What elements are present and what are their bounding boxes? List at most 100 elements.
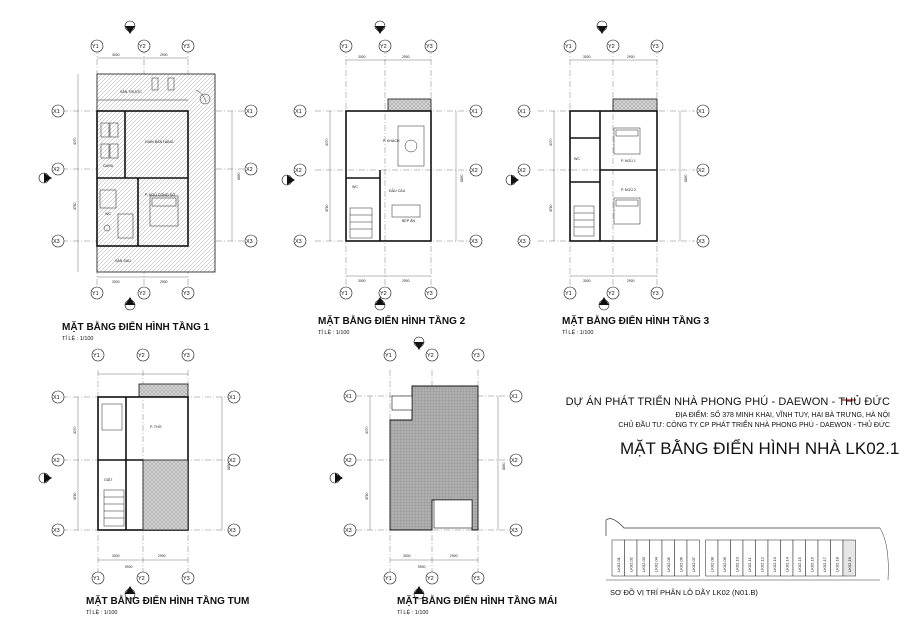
lot-label: LK02.13 [772, 556, 777, 572]
dim-label: 2900 [627, 55, 635, 59]
dim-label: 4780 [73, 202, 77, 210]
floor-scale: TỈ LỆ : 1/100 [62, 334, 94, 342]
floor-plan-3: P. NGỦ 1 WC P. NGỦ 2 3000 2900 3000 2900… [505, 20, 710, 336]
grid-label: Y3 [652, 291, 659, 297]
grid-label: X3 [698, 239, 705, 245]
lot-label: LK02.11 [747, 557, 752, 572]
grid-label: Y3 [473, 353, 480, 359]
grid-label: Y1 [92, 44, 99, 50]
grid-label: X1 [519, 109, 526, 115]
room-label: P. NGỦ CÔNG SỞ [145, 192, 175, 197]
title-block: DỰ ÁN PHÁT TRIỂN NHÀ PHONG PHÚ - DAEWON … [560, 396, 900, 459]
grid-label: Y1 [341, 291, 348, 297]
lot-label: LK02.18 [834, 556, 839, 572]
grid-label: Y2 [139, 44, 146, 50]
dim-label: 8850 [237, 172, 241, 180]
room-label: GIAN BÁN HÀNG [145, 140, 174, 144]
dim-label: 3000 [583, 279, 591, 283]
grid-label: Y1 [385, 576, 392, 582]
grid-label: Y3 [183, 576, 190, 582]
lot-label: LK02.02 [628, 556, 633, 572]
grid-label: Y2 [138, 576, 145, 582]
lot-label: LK02.01 [616, 556, 621, 572]
grid-label: X1 [229, 395, 236, 401]
dim-label: 5900 [418, 565, 426, 569]
room-label: WC [105, 212, 111, 216]
dim-label: 8850 [684, 174, 688, 182]
grid-label: X1 [511, 394, 518, 400]
room-label: SÂN SAU [115, 259, 131, 263]
section-marker-icon [281, 20, 386, 311]
grid-label: X1 [295, 109, 302, 115]
grid-label: X2 [511, 458, 518, 464]
dim-label: 5900 [125, 565, 133, 569]
floor-scale: TỈ LỆ : 1/100 [318, 328, 350, 336]
lot-cell [686, 539, 700, 577]
room-label: ĐẦU CẦU [389, 189, 406, 193]
grid-label: Y2 [427, 353, 434, 359]
section-marker-icon [329, 336, 425, 600]
room-label: P. KHÁCH [383, 139, 400, 143]
dim-label: 2900 [160, 53, 168, 57]
dim-label: 2900 [627, 279, 635, 283]
dim-label: 3000 [403, 554, 411, 558]
lot-label: LK02.10 [734, 556, 739, 572]
lot-label: LK02.08 [709, 556, 714, 572]
dim-label: 3000 [358, 279, 366, 283]
dim-label: 4780 [73, 492, 77, 500]
floor-plan-tum: P. THỜ GIẶT 3000 2900 5900 4070 4780 885… [38, 348, 249, 616]
grid-label: X2 [53, 167, 60, 173]
room-label: P. NGỦ 1 [621, 158, 636, 163]
drawing-title: MẶT BẰNG ĐIỂN HÌNH NHÀ LK02.19 [620, 439, 900, 458]
grid-label: Y2 [608, 44, 615, 50]
lot-label: LK02.07 [691, 556, 696, 572]
dim-label: 8850 [227, 462, 231, 470]
lot-label: LK02.09 [722, 556, 727, 572]
lot-label: LK02.04 [653, 556, 658, 572]
dim-label: 3000 [358, 55, 366, 59]
grid-label: Y2 [139, 291, 146, 297]
grid-label: Y2 [380, 44, 387, 50]
grid-label: X1 [345, 394, 352, 400]
grid-label: Y1 [565, 291, 572, 297]
room-label: GARA [103, 164, 114, 168]
grid-label: Y3 [183, 291, 190, 297]
dim-label: 4780 [325, 204, 329, 212]
grid-label: Y2 [608, 291, 615, 297]
lot-cell [842, 539, 856, 577]
grid-label: X3 [53, 239, 60, 245]
dim-label: 8850 [460, 174, 464, 182]
dim-label: 4780 [365, 492, 369, 500]
room-label: P. NGỦ 2 [621, 187, 636, 192]
grid-label: X3 [519, 239, 526, 245]
grid-label: X1 [53, 109, 60, 115]
lot-label: LK02.12 [759, 556, 764, 572]
dim-label: 2900 [402, 279, 410, 283]
grid-label: X2 [519, 168, 526, 174]
grid-label: X3 [295, 239, 302, 245]
lot-label: LK02.15 [797, 556, 802, 572]
dim-label: 2900 [158, 554, 166, 558]
section-marker-icon [38, 20, 136, 311]
room-label: P. THỜ [150, 424, 162, 429]
section-marker-icon [38, 472, 136, 600]
grid-label: X2 [471, 168, 478, 174]
room-label: SÂN TRƯỚC [120, 89, 142, 94]
grid-label: X3 [229, 528, 236, 534]
grid-label: Y3 [183, 44, 190, 50]
floor-title: MẶT BẰNG ĐIỂN HÌNH TẦNG 3 [562, 314, 710, 327]
floor-title: MẶT BẰNG ĐIỂN HÌNH TẦNG 1 [62, 320, 210, 333]
grid-label: X2 [295, 168, 302, 174]
dim-label: 2900 [160, 280, 168, 284]
grid-label: Y1 [93, 353, 100, 359]
project-address: ĐỊA ĐIỂM: SỐ 378 MINH KHAI, VĨNH TUY, HA… [675, 412, 890, 419]
dim-label: 2900 [402, 55, 410, 59]
grid-label: Y2 [427, 576, 434, 582]
grid-label: Y3 [473, 576, 480, 582]
grid-label: X3 [345, 528, 352, 534]
grid-label: Y2 [380, 291, 387, 297]
floor-plan-roof: 3000 2900 5900 4070 4780 8850 Y1 Y2 Y3 Y… [329, 336, 557, 616]
